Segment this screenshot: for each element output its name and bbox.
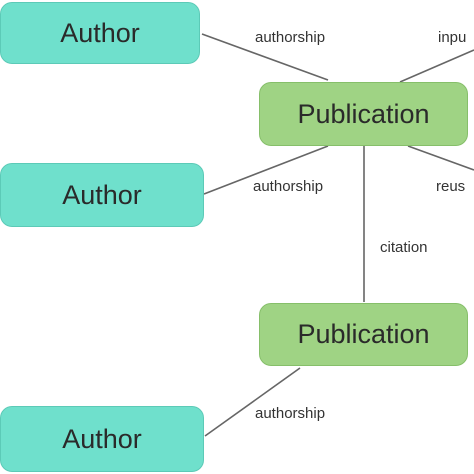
author-node-2[interactable]: Author — [0, 163, 204, 227]
publication-node-1-label: Publication — [297, 98, 430, 129]
publication-node-2-label: Publication — [297, 319, 430, 349]
author-node-3-label: Author — [62, 423, 142, 454]
edge-label-reuse: reus — [436, 178, 466, 195]
author-node-3[interactable]: Author — [0, 406, 204, 472]
edge-label-input: inpu — [438, 29, 467, 46]
edge-label-citation: citation — [380, 239, 428, 256]
edge-reuse — [407, 145, 474, 171]
edge-label-authorship-2: authorship — [253, 178, 324, 195]
edge-authorship-1 — [201, 33, 329, 81]
author-node-1[interactable]: Author — [0, 2, 200, 64]
edge-label-authorship-3: authorship — [255, 405, 326, 422]
edge-authorship-2 — [203, 145, 329, 195]
publication-node-2[interactable]: Publication — [259, 303, 468, 366]
edge-authorship-3 — [204, 367, 301, 437]
author-node-1-label: Author — [60, 17, 140, 48]
edge-label-authorship-1: authorship — [255, 29, 326, 46]
edge-input — [399, 49, 474, 83]
author-node-2-label: Author — [62, 179, 142, 210]
publication-node-1[interactable]: Publication — [259, 82, 468, 146]
